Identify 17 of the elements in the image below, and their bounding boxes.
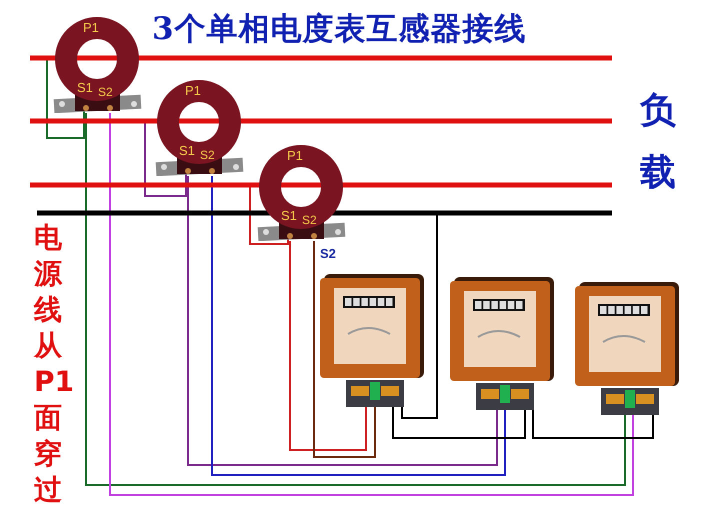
terminal-label: S1	[281, 209, 297, 223]
terminal-label: S2	[320, 246, 336, 261]
wire	[532, 410, 654, 439]
load-label: 负载	[640, 89, 677, 195]
title: 3个单相电度表互感器接线	[152, 10, 527, 49]
terminal-label: S2	[302, 213, 317, 227]
terminal-label: S2	[200, 148, 215, 162]
terminal-label: S1	[77, 81, 93, 95]
wire	[289, 241, 367, 451]
terminal-label: S2	[98, 85, 113, 99]
terminal-label: P1	[287, 149, 303, 163]
wire	[392, 407, 526, 439]
terminal-label: S1	[179, 144, 195, 158]
wire	[313, 241, 376, 458]
vertical-note: 电源线从P1面穿过	[34, 220, 76, 508]
terminal-label: P1	[185, 84, 201, 98]
terminal-label: P1	[83, 21, 99, 35]
